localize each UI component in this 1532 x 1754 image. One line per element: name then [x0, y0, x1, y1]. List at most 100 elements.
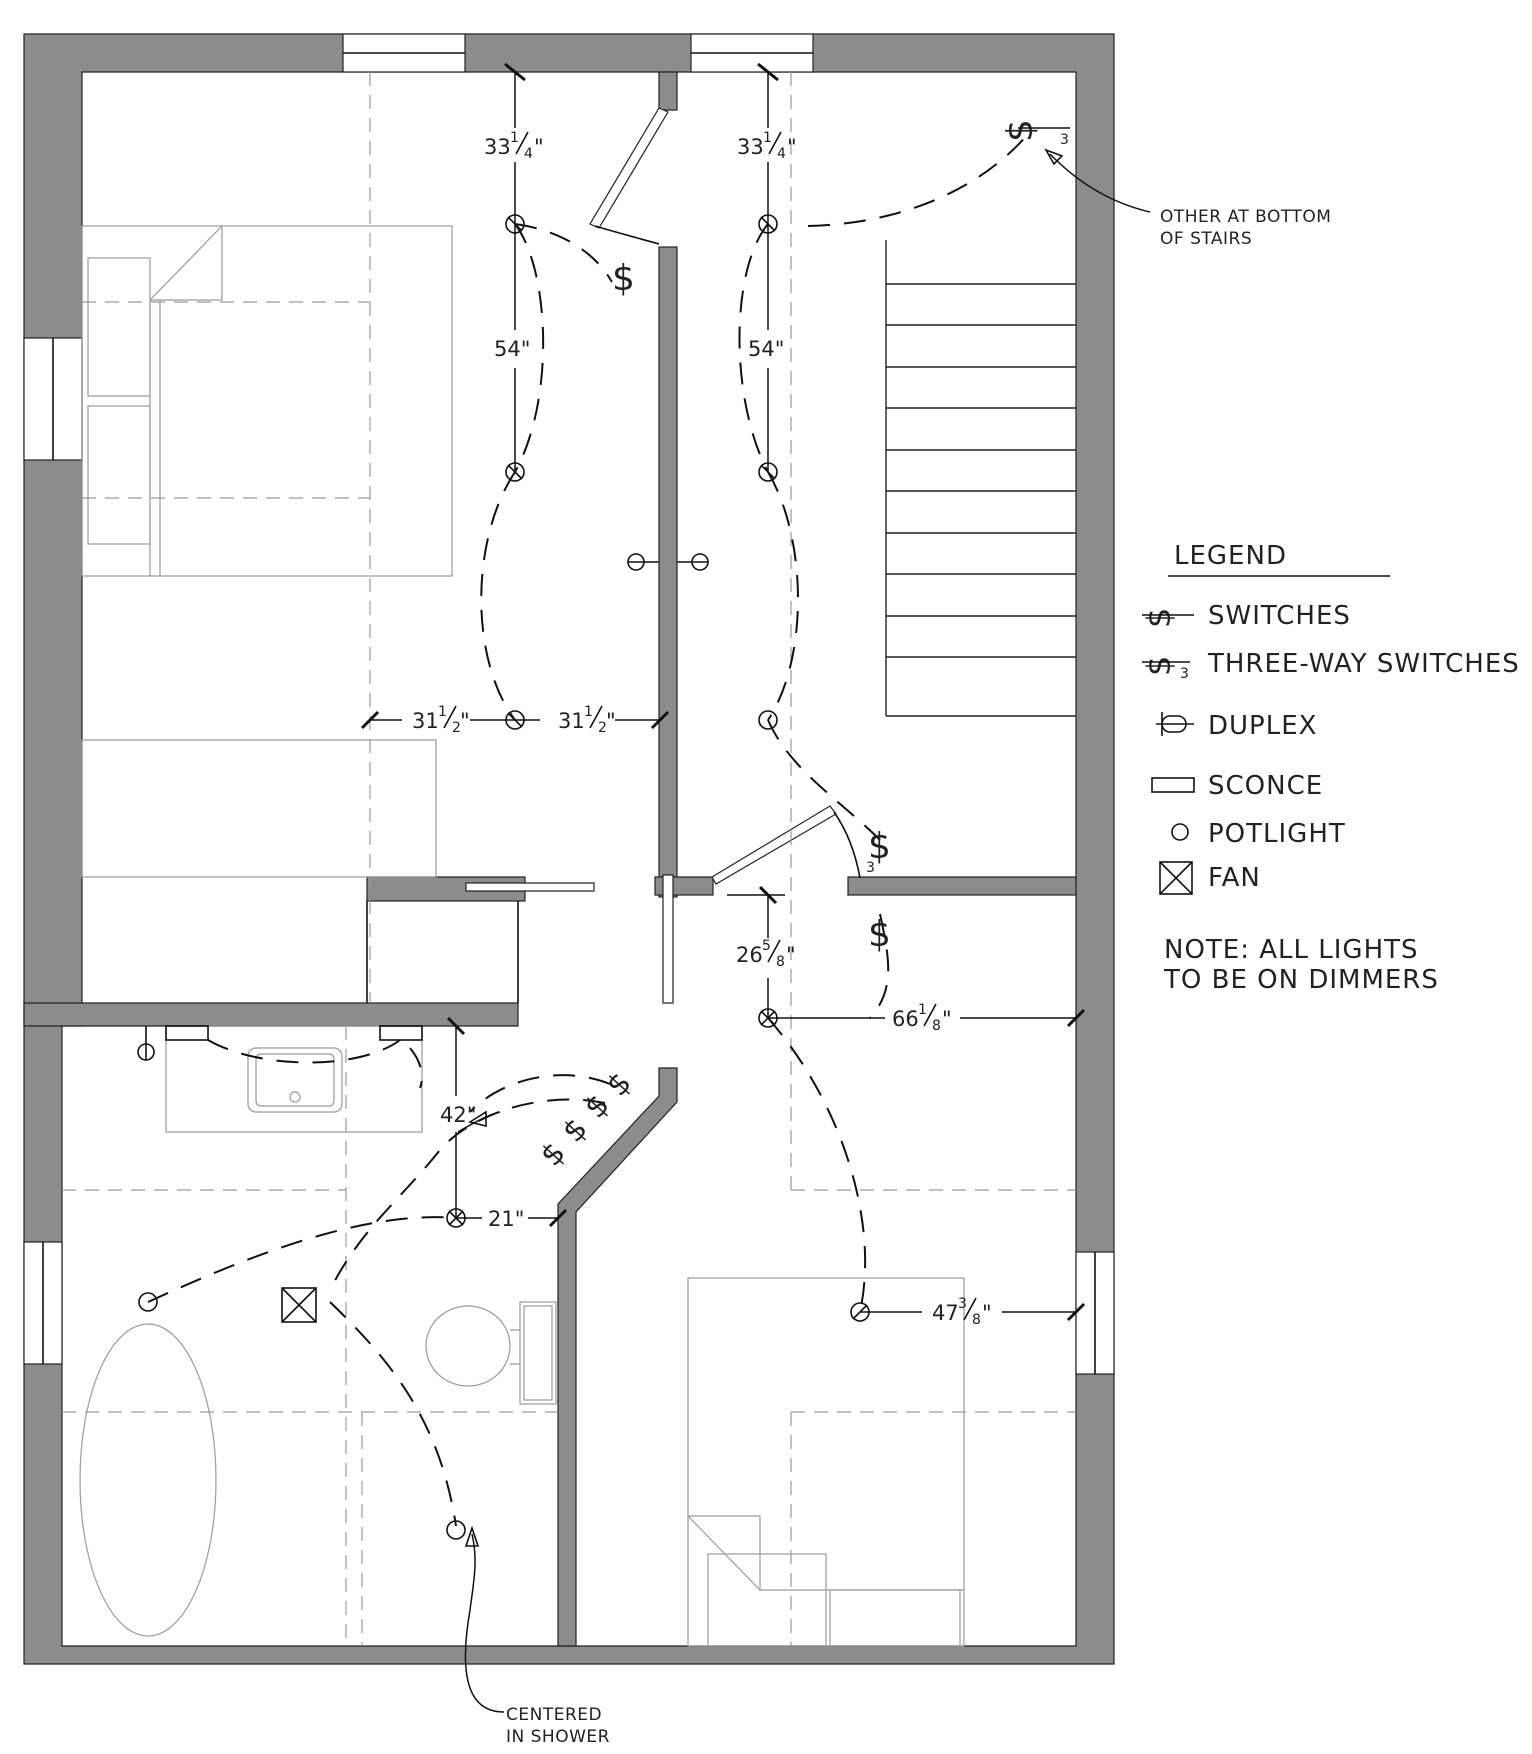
legend-duplex-icon — [1156, 712, 1194, 736]
svg-text:1: 1 — [438, 704, 447, 720]
dim-label-31-right: 31 1 2 " — [558, 704, 616, 736]
tub — [79, 1323, 217, 1637]
light-fixture — [850, 1302, 870, 1322]
interior-walls — [23, 71, 1077, 1647]
fixtures: $ $ $ $ $ $ $ 3 $ 3 — [137, 119, 1070, 1540]
legend-three-way-switch-icon: $ 3 — [1140, 656, 1190, 682]
svg-text:": " — [534, 135, 544, 159]
svg-text:8: 8 — [776, 954, 785, 970]
dim-label-21: 21" — [488, 1207, 524, 1231]
stairs — [885, 240, 1076, 717]
switch-icon: $ — [556, 1112, 595, 1150]
legend-note-line-1: NOTE: ALL LIGHTS — [1164, 935, 1419, 965]
dim-label-54-left: 54" — [494, 337, 530, 361]
toilet-tank — [519, 1301, 557, 1405]
svg-text:2: 2 — [452, 720, 461, 736]
bed-top-left — [81, 225, 453, 577]
svg-text:": " — [606, 709, 616, 733]
svg-text:26: 26 — [736, 943, 763, 967]
legend-note-line-2: TO BE ON DIMMERS — [1163, 965, 1439, 995]
three-way-sub: 3 — [866, 860, 875, 876]
svg-text:4: 4 — [524, 146, 533, 162]
legend-title: LEGEND — [1174, 541, 1287, 571]
legend-sconce-icon — [1151, 777, 1195, 793]
legend-item-switches: SWITCHES — [1208, 601, 1351, 631]
svg-text:": " — [942, 1007, 952, 1031]
switch-icon: $ — [600, 1066, 639, 1104]
potlight-icon — [446, 1520, 466, 1540]
dim-label-47: 47 3 8 " — [932, 1296, 992, 1328]
svg-text:1: 1 — [584, 704, 593, 720]
svg-text:31: 31 — [558, 709, 585, 733]
shower-note-line-1: CENTERED — [506, 1705, 602, 1725]
svg-text:33: 33 — [484, 135, 511, 159]
light-fixture — [446, 1208, 466, 1228]
stairs-note-line-1: OTHER AT BOTTOM — [1160, 207, 1331, 227]
potlight-icon — [138, 1292, 158, 1312]
dimension-labels: 33 1 4 " 33 1 4 " 54" 54" 31 1 2 " 31 1 … — [412, 130, 992, 1328]
svg-text:1: 1 — [510, 130, 519, 146]
svg-text:": " — [787, 135, 797, 159]
svg-text:47: 47 — [932, 1301, 959, 1325]
legend-item-sconce: SCONCE — [1208, 771, 1323, 801]
light-fixture — [505, 214, 525, 234]
switch-icon: $ — [534, 1136, 573, 1174]
hidden-lines — [62, 72, 1076, 1646]
doors — [589, 107, 861, 1004]
svg-text:3: 3 — [958, 1296, 967, 1312]
svg-text:3: 3 — [1180, 666, 1189, 682]
annotations: OTHER AT BOTTOM OF STAIRS CENTERED IN SH… — [506, 207, 1331, 1747]
exterior-walls — [23, 33, 1115, 1665]
legend-item-potlight: POTLIGHT — [1208, 819, 1346, 849]
light-fixture — [505, 462, 525, 482]
legend-switch-icon: $ — [1140, 608, 1194, 628]
dim-label-33-right: 33 1 4 " — [737, 130, 797, 162]
furniture — [79, 225, 965, 1647]
desk-left — [81, 739, 437, 878]
light-fixture — [758, 1008, 778, 1028]
svg-text:3: 3 — [1060, 132, 1069, 148]
legend-fan-icon — [1159, 861, 1193, 895]
wiring — [147, 133, 1029, 1527]
potlight-icon — [758, 710, 778, 730]
switch-icon: $ — [868, 914, 891, 955]
switch-icon: $ — [578, 1088, 617, 1126]
switch-icon: $ — [868, 826, 891, 867]
light-fixture — [758, 462, 778, 482]
svg-text:8: 8 — [972, 1312, 981, 1328]
shower-note-line-2: IN SHOWER — [506, 1727, 610, 1747]
three-way-switch-icon: $ 3 — [1000, 119, 1070, 148]
toilet-bowl — [425, 1305, 511, 1387]
legend-item-three-way: THREE-WAY SWITCHES — [1207, 649, 1520, 679]
svg-text:66: 66 — [892, 1007, 919, 1031]
stairs-note-line-2: OF STAIRS — [1160, 229, 1252, 249]
dimension-lines — [360, 62, 1151, 1713]
svg-text:1: 1 — [918, 1002, 927, 1018]
svg-text:$: $ — [1140, 608, 1178, 628]
legend-potlight-icon — [1171, 823, 1189, 841]
fan-icon — [281, 1287, 317, 1323]
svg-text:": " — [982, 1301, 992, 1325]
duplex-outlet-icon — [137, 553, 709, 1061]
svg-text:$: $ — [1000, 119, 1041, 142]
svg-text:2: 2 — [598, 720, 607, 736]
svg-text:8: 8 — [932, 1018, 941, 1034]
legend-item-duplex: DUPLEX — [1208, 711, 1317, 741]
dim-label-31-left: 31 1 2 " — [412, 704, 470, 736]
svg-text:33: 33 — [737, 135, 764, 159]
dim-label-26: 26 5 8 " — [736, 938, 796, 970]
svg-text:4: 4 — [777, 146, 786, 162]
svg-text:31: 31 — [412, 709, 439, 733]
vanity — [165, 1025, 423, 1133]
svg-text:": " — [786, 943, 796, 967]
svg-text:": " — [460, 709, 470, 733]
dim-label-33-left: 33 1 4 " — [484, 130, 544, 162]
switch-icon: $ — [612, 258, 635, 299]
legend: LEGEND $ SWITCHES $ 3 THREE-WAY SWITCHES… — [1140, 541, 1520, 995]
svg-text:$: $ — [1140, 656, 1178, 676]
legend-item-fan: FAN — [1208, 863, 1261, 893]
svg-text:1: 1 — [763, 130, 772, 146]
svg-text:5: 5 — [762, 938, 771, 954]
light-fixture — [505, 710, 525, 730]
